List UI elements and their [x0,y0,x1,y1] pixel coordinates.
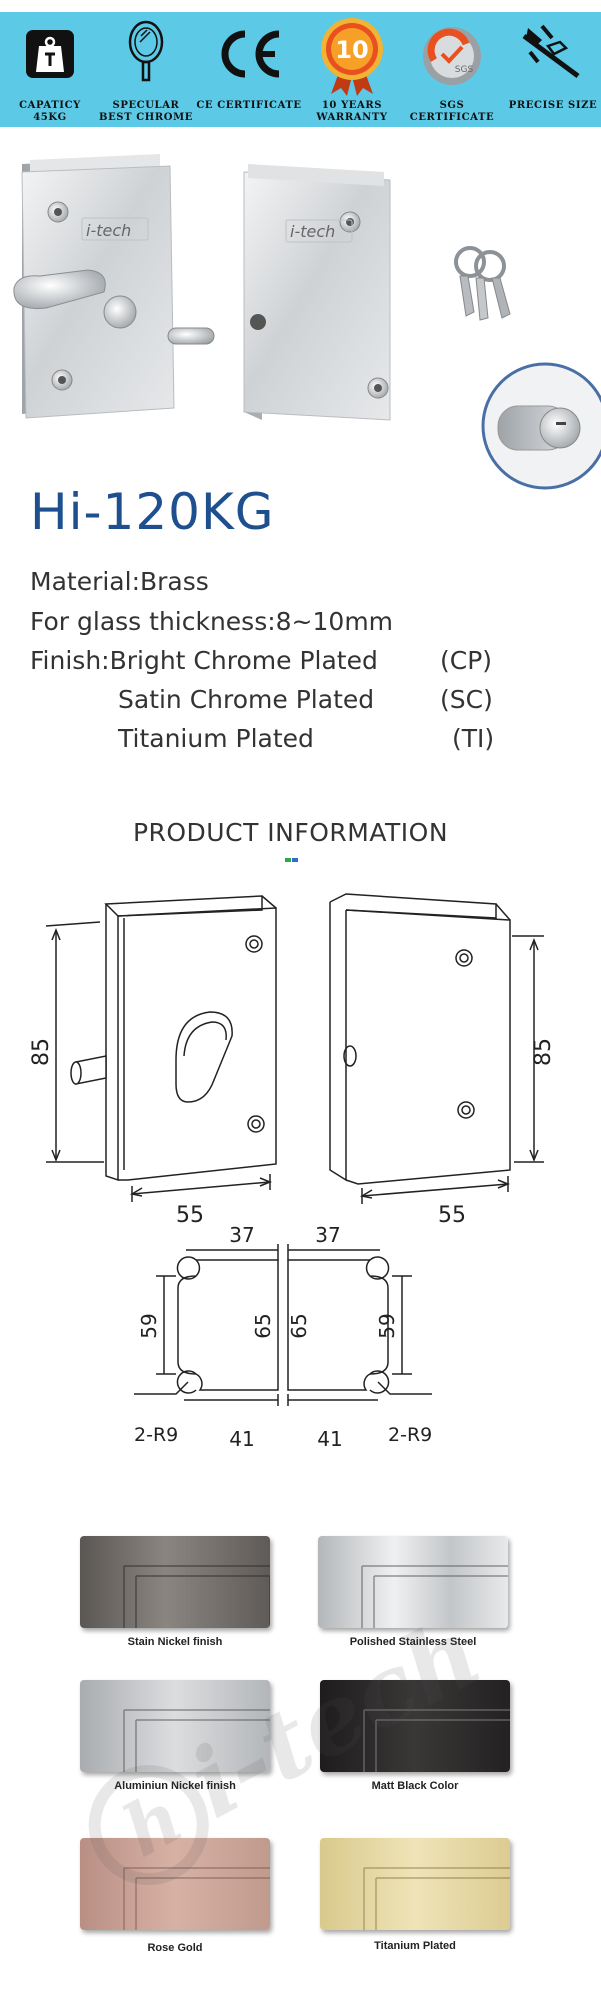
glass-cutout-diagram [134,1244,432,1406]
keys-photo [454,246,511,321]
feature-line2: BEST CHROME [99,112,193,123]
feature-line1: SGS [439,100,465,111]
lock-front-photo: i-tech [13,154,215,419]
brand-logo: i-tech [290,222,335,241]
dim-left-height: 85 [29,1038,54,1066]
swatch-label: Titanium Plated [374,1940,456,1952]
feature-line2: WARRANTY [316,112,388,123]
finish-code: (TI) [452,724,495,753]
drawing-lock-front [70,895,277,1182]
finish-name: Titanium Plated [118,724,314,753]
dim-cut-bottom-left: 41 [229,1427,254,1451]
feature-line2: 45KG [33,112,67,123]
product-photos: i-tech i-tech [13,154,601,490]
finish-name: Satin Chrome Plated [118,685,375,714]
swatch-label: Rose Gold [147,1942,203,1954]
feature-ce: CE CERTIFICATE [195,12,303,127]
feature-line2: PRECISE SIZE [508,100,598,111]
swatch-label: Aluminiun Nickel finish [114,1780,236,1792]
drawing-lock-back [329,893,511,1185]
caliper-icon [522,24,580,79]
section-title: PRODUCT INFORMATION [132,818,449,847]
technical-drawing: 85 55 85 55 37 37 59 65 65 59 2-R9 2-R9 … [29,893,556,1451]
swatch-polished-stainless [318,1536,508,1628]
brand-logo: i-tech [86,221,131,240]
feature-precise-size: PRECISE SIZE [505,12,601,127]
feature-capacity: CAPATICY 45KG [0,12,100,127]
features-banner: CAPATICY 45KG SPECULAR BEST CHROME CE CE… [0,12,601,127]
badge-number: 10 [335,36,368,64]
sgs-seal-icon: SGS [423,27,481,85]
dim-cut-top-left: 37 [229,1223,254,1247]
finish-prefix: Finish: [30,646,110,675]
feature-line1: 10 YEARS [321,100,383,111]
swatch-label: Stain Nickel finish [127,1636,223,1648]
swatch-titanium [320,1838,510,1930]
title-underline-decoration [285,858,298,862]
dim-cut-mid-left: 65 [251,1313,275,1338]
dim-left-width: 55 [176,1203,204,1228]
spec-finish-row: Finish:Bright Chrome Plated [30,646,378,675]
feature-warranty: 10 10 YEARS WARRANTY [306,12,398,127]
dim-cut-inner-left: 59 [137,1313,161,1338]
model-number: Hi-120KG [30,483,275,541]
finish-code: (CP) [440,646,493,675]
spec-material: Material:Brass [30,567,209,596]
spec-glass-thickness: For glass thickness:8~10mm [30,607,394,636]
warranty-badge-icon: 10 [321,18,383,96]
lock-back-photo: i-tech [243,164,391,421]
dimension-lines [45,921,544,1204]
weight-icon [26,30,74,78]
feature-line1: CAPATICY [19,100,81,111]
feature-specular: SPECULAR BEST CHROME [98,12,194,127]
dim-cut-mid-right: 65 [287,1313,311,1338]
dim-cut-bottom-right: 41 [317,1427,342,1451]
feature-sgs: SGS SGS CERTIFICATE [404,12,500,127]
seal-text: SGS [455,65,474,75]
mirror-icon [128,20,164,82]
finish-code: (SC) [440,685,493,714]
feature-line2: CERTIFICATE [409,112,495,123]
swatch-rose-gold [80,1838,270,1930]
dim-cut-inner-right: 59 [375,1313,399,1338]
feature-line2: CE CERTIFICATE [196,100,302,111]
swatch-matt-black [320,1680,510,1772]
feature-line1: SPECULAR [112,100,180,111]
swatch-label: Polished Stainless Steel [349,1636,477,1648]
swatch-aluminium-nickel [80,1680,270,1772]
dim-right-height: 85 [531,1038,556,1066]
dim-cut-top-right: 37 [315,1223,340,1247]
finish-name: Bright Chrome Plated [109,646,378,675]
dim-cut-radius-left: 2-R9 [134,1424,178,1446]
ce-mark-icon [221,30,280,78]
cylinder-detail-photo [481,362,601,490]
swatch-satin-nickel [80,1536,270,1628]
swatch-label: Matt Black Color [371,1780,459,1792]
dim-cut-radius-right: 2-R9 [388,1424,432,1446]
dim-right-width: 55 [438,1203,466,1228]
